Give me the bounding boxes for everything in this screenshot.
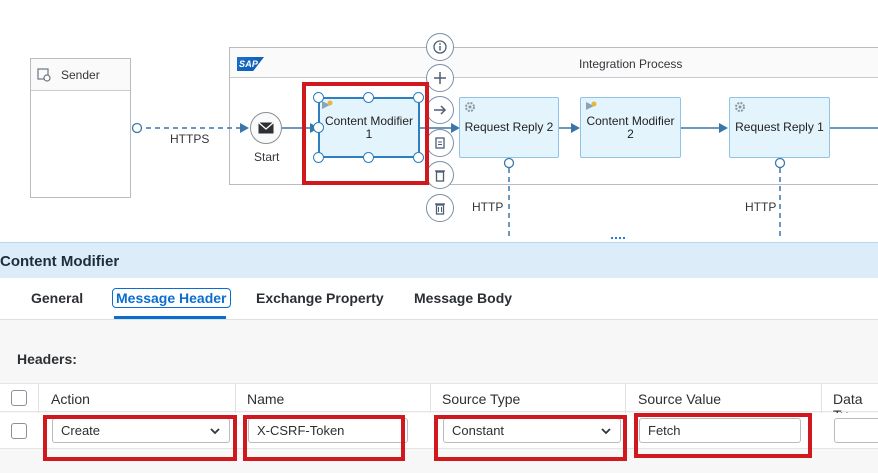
gear-icon <box>735 102 745 112</box>
add-icon <box>434 72 446 84</box>
info-button[interactable] <box>426 33 454 61</box>
delete-button[interactable] <box>426 194 454 222</box>
tab-message-body[interactable]: Message Body <box>414 290 513 306</box>
column-divider <box>235 384 236 413</box>
request-reply-1-step[interactable]: Request Reply 1 <box>729 97 830 158</box>
highlight-box <box>634 413 812 458</box>
sender-pool[interactable]: Sender <box>30 58 131 198</box>
chevron-down-icon <box>601 428 611 435</box>
sender-system-icon <box>37 68 51 82</box>
chevron-down-icon <box>210 428 220 435</box>
flow-canvas[interactable]: Sender Integration Process SAP <box>0 0 878 240</box>
request-reply-1-label: Request Reply 1 <box>735 120 824 134</box>
column-divider <box>821 384 822 413</box>
connect-arrow-icon <box>434 105 447 115</box>
source-value-value: Fetch <box>648 423 681 438</box>
https-channel-label[interactable]: HTTPS <box>170 132 210 146</box>
header-name-value: X-CSRF-Token <box>257 423 345 438</box>
content-modifier-icon <box>586 101 597 110</box>
resize-handle[interactable] <box>413 92 424 103</box>
headers-section-label: Headers: <box>17 351 77 367</box>
envelope-icon <box>258 122 274 134</box>
content-modifier-icon <box>322 100 333 109</box>
start-event[interactable] <box>250 112 282 144</box>
tab-general[interactable]: General <box>31 290 84 306</box>
column-divider <box>430 384 431 413</box>
action-select[interactable]: Create <box>52 418 230 443</box>
highlight-box <box>243 415 405 461</box>
copy-button[interactable] <box>426 129 454 157</box>
sender-pool-title: Sender <box>61 68 100 82</box>
connect-button[interactable] <box>426 96 454 124</box>
panel-title: Content Modifier <box>0 242 878 278</box>
request-reply-2-label: Request Reply 2 <box>464 120 554 134</box>
row-checkbox[interactable] <box>11 423 27 439</box>
highlight-box <box>43 415 237 461</box>
integration-process-title: Integration Process <box>579 57 683 71</box>
resize-handle[interactable] <box>313 122 324 133</box>
delete-icon <box>435 203 445 215</box>
content-modifier-2-label: Content Modifier 2 <box>586 113 675 141</box>
remove-button[interactable] <box>426 161 454 189</box>
action-select-value: Create <box>61 423 101 438</box>
tab-message-header[interactable]: Message Header <box>112 288 231 308</box>
trash-icon <box>435 170 445 182</box>
request-reply-2-step[interactable]: Request Reply 2 <box>459 97 559 158</box>
content-modifier-2-step[interactable]: Content Modifier 2 <box>580 97 681 158</box>
copy-icon <box>435 137 445 149</box>
splitter-grip-icon[interactable] <box>610 236 628 240</box>
table-header: Action Name Source Type Source Value Dat… <box>0 383 878 423</box>
column-header-action[interactable]: Action <box>51 391 90 407</box>
select-all-checkbox[interactable] <box>11 390 27 406</box>
resize-handle[interactable] <box>313 92 324 103</box>
tab-exchange-property[interactable]: Exchange Property <box>256 290 384 306</box>
data-type-input[interactable] <box>834 418 878 443</box>
active-tab-indicator <box>114 316 226 319</box>
highlight-box <box>302 82 429 185</box>
content-modifier-1-label: Content Modifier 1 <box>324 113 414 141</box>
source-type-value: Constant <box>452 423 505 438</box>
resize-handle[interactable] <box>413 152 424 163</box>
column-header-source-type[interactable]: Source Type <box>442 391 521 407</box>
column-header-name[interactable]: Name <box>247 391 285 407</box>
table-row[interactable]: Create X-CSRF-Token Constant Fetch <box>0 413 878 449</box>
column-divider <box>625 384 626 413</box>
headers-section: Headers: Action Name Source Type Source … <box>0 320 878 473</box>
http-channel-label[interactable]: HTTP <box>472 200 504 214</box>
column-divider <box>38 384 39 413</box>
resize-handle[interactable] <box>313 152 324 163</box>
source-value-input[interactable]: Fetch <box>639 418 801 443</box>
panel-tabs: General Message Header Exchange Property… <box>0 278 878 320</box>
add-button[interactable] <box>426 64 454 92</box>
start-event-label: Start <box>254 150 280 164</box>
highlight-box <box>434 415 627 461</box>
resize-handle[interactable] <box>363 152 374 163</box>
info-icon <box>433 40 447 54</box>
gear-icon <box>465 102 475 112</box>
column-header-source-value[interactable]: Source Value <box>638 391 722 407</box>
resize-handle[interactable] <box>363 92 374 103</box>
http-channel-label[interactable]: HTTP <box>745 200 777 214</box>
